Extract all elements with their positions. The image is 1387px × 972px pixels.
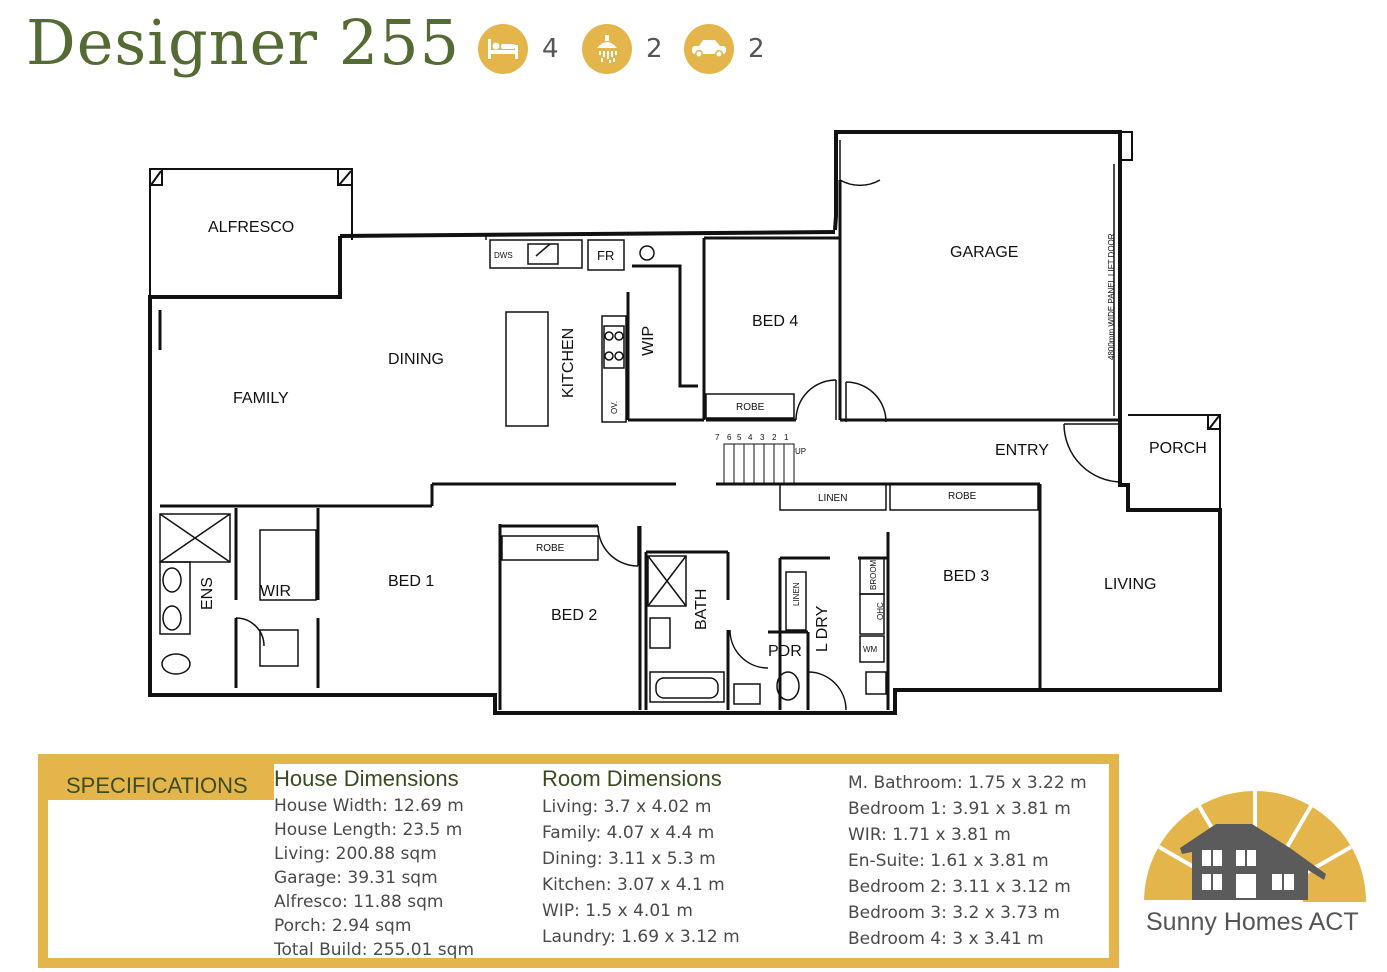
spec-line: WIP: 1.5 x 4.01 m <box>542 901 693 921</box>
stair-number: 1 <box>784 433 789 442</box>
bedrooms-feature: 4 <box>478 24 559 74</box>
spec-line: Bedroom 3: 3.2 x 3.73 m <box>848 903 1060 923</box>
garage-label: GARAGE <box>950 244 1018 261</box>
bathrooms-feature: 2 <box>582 24 663 74</box>
page-title: Designer 255 <box>26 6 461 79</box>
spec-line: Kitchen: 3.07 x 4.1 m <box>542 875 725 895</box>
garage-count: 2 <box>748 34 765 64</box>
bathrooms-count: 2 <box>646 34 663 64</box>
room-dimensions: Room Dimensions Living: 3.7 x 4.02 m Fam… <box>542 766 740 950</box>
spec-line: Laundry: 1.69 x 3.12 m <box>542 927 740 947</box>
bed1-label: BED 1 <box>388 573 434 590</box>
bed2-label: BED 2 <box>551 607 597 624</box>
spec-line: Porch: 2.94 sqm <box>274 916 412 936</box>
ens-label: ENS <box>199 577 216 610</box>
stairs <box>723 443 795 485</box>
house-dimensions-heading: House Dimensions <box>274 766 459 791</box>
spec-line: WIR: 1.71 x 3.81 m <box>848 825 1011 845</box>
spec-line: M. Bathroom: 1.75 x 3.22 m <box>848 773 1087 793</box>
fr-label: FR <box>597 248 614 263</box>
laundry-label: L DRY <box>814 605 831 652</box>
shower-icon <box>582 24 632 74</box>
room-dimensions-continued: M. Bathroom: 1.75 x 3.22 m Bedroom 1: 3.… <box>848 770 1087 952</box>
house-dimensions: House Dimensions House Width: 12.69 m Ho… <box>274 766 474 962</box>
interior-walls <box>158 180 1120 710</box>
spec-line: Dining: 3.11 x 5.3 m <box>542 849 716 869</box>
car-icon <box>684 24 734 74</box>
spec-line: House Length: 23.5 m <box>274 820 463 840</box>
spec-line: House Width: 12.69 m <box>274 796 464 816</box>
fixtures <box>159 164 1115 705</box>
spec-line: Bedroom 1: 3.91 x 3.81 m <box>848 799 1071 819</box>
garage-feature: 2 <box>684 24 765 74</box>
stairs-up-label: UP <box>795 447 806 456</box>
bed3-robe-label: ROBE <box>948 491 977 502</box>
laundry-linen-label: LINEN <box>792 582 801 606</box>
stair-number: 4 <box>748 433 753 442</box>
oven-label: OV. <box>610 401 619 414</box>
spec-line: Garage: 39.31 sqm <box>274 868 438 888</box>
stair-number: 5 <box>737 433 742 442</box>
bed-icon <box>478 24 528 74</box>
broom-label: BROOM <box>869 559 878 590</box>
spec-line: En-Suite: 1.61 x 3.81 m <box>848 851 1049 871</box>
kitchen-label: KITCHEN <box>560 328 577 398</box>
spec-line: Living: 200.88 sqm <box>274 844 437 864</box>
dws-label: DWS <box>494 251 513 260</box>
spec-line: Bedroom 4: 3 x 3.41 m <box>848 929 1044 949</box>
wm-label: WM <box>863 645 878 654</box>
wip-label: WIP <box>640 326 657 356</box>
sunny-homes-logo <box>1144 791 1366 904</box>
stair-number: 6 <box>727 433 732 442</box>
bed2-robe-label: ROBE <box>536 543 565 554</box>
spec-line: Family: 4.07 x 4.4 m <box>542 823 715 843</box>
specifications-header: SPECIFICATIONS <box>48 764 274 800</box>
bed4-robe-label: ROBE <box>736 402 765 413</box>
spec-line: Total Build: 255.01 sqm <box>274 940 475 960</box>
alfresco-outline <box>149 131 1221 510</box>
bed4-label: BED 4 <box>752 313 798 330</box>
bath-label: BATH <box>693 589 710 630</box>
stair-number: 2 <box>772 433 777 442</box>
wir-label: WIR <box>260 583 291 600</box>
spec-line: Bedroom 2: 3.11 x 3.12 m <box>848 877 1071 897</box>
specifications-heading: SPECIFICATIONS <box>66 773 248 798</box>
powder-room-label: PDR <box>768 643 802 660</box>
doors <box>235 140 1123 711</box>
room-dimensions-heading: Room Dimensions <box>542 766 722 791</box>
dining-label: DINING <box>388 351 444 368</box>
living-label: LIVING <box>1104 576 1156 593</box>
stair-number: 3 <box>760 433 765 442</box>
alfresco-label: ALFRESCO <box>208 219 294 236</box>
specifications-panel: SPECIFICATIONS House Dimensions House Wi… <box>38 754 1119 968</box>
garage-door-label: 4800mm WIDE PANEL LIFT DOOR <box>1107 233 1116 360</box>
hall-linen-label: LINEN <box>818 493 847 504</box>
family-label: FAMILY <box>233 390 289 407</box>
bedrooms-count: 4 <box>542 34 559 64</box>
stair-number: 7 <box>715 433 720 442</box>
porch-label: PORCH <box>1149 440 1207 457</box>
spec-line: Alfresco: 11.88 sqm <box>274 892 444 912</box>
ohc-label: OHC <box>876 602 885 620</box>
exterior-walls <box>148 130 1222 715</box>
entry-label: ENTRY <box>995 442 1049 459</box>
floor-plan: ALFRESCO FAMILY DINING KITCHEN WIP DWS F… <box>148 130 1222 715</box>
spec-line: Living: 3.7 x 4.02 m <box>542 797 712 817</box>
bed3-label: BED 3 <box>943 568 989 585</box>
brand-name: Sunny Homes ACT <box>1146 908 1359 936</box>
